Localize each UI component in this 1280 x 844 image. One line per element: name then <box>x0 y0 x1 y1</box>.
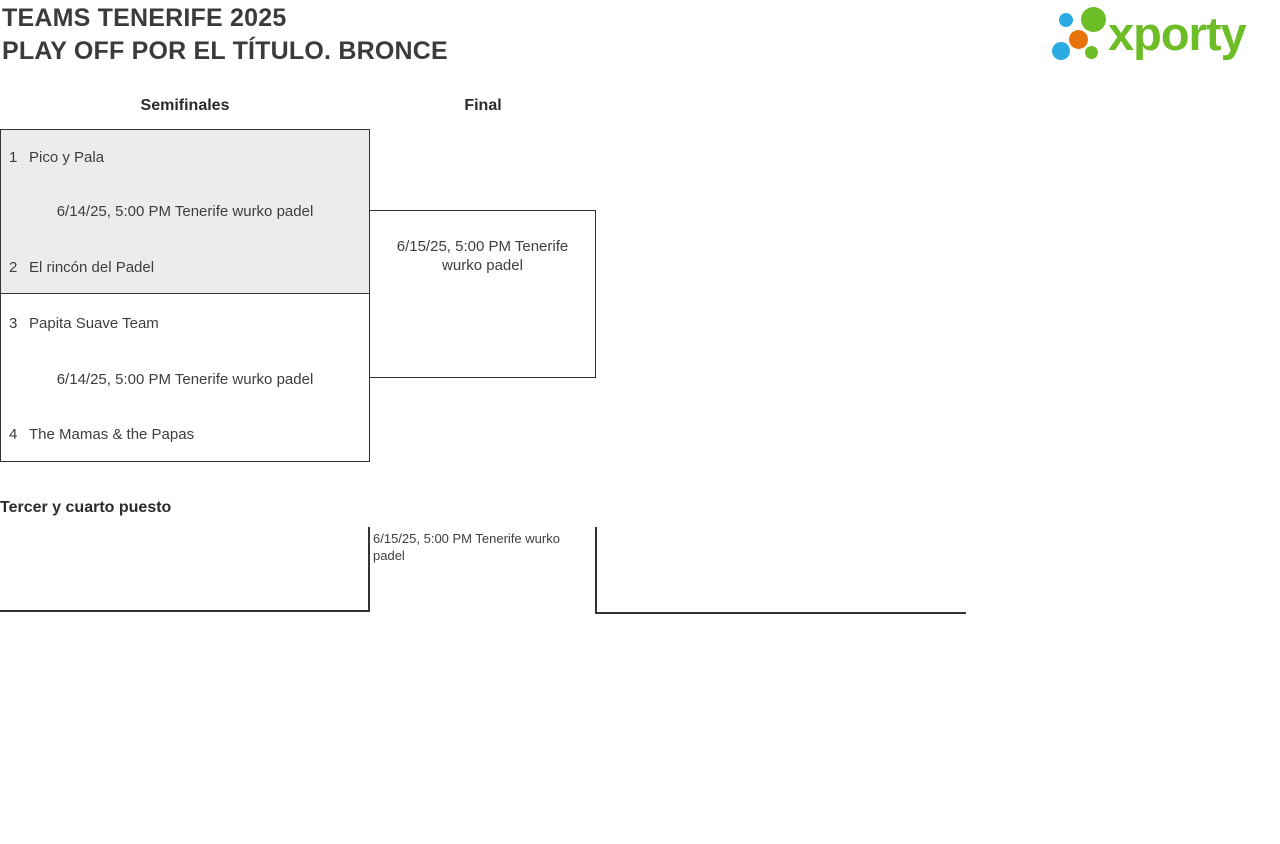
match-box-final: 6/15/25, 5:00 PM Tenerife wurko padel <box>369 210 596 378</box>
team-seed: 3 <box>9 315 18 332</box>
team-seed: 1 <box>9 149 18 166</box>
logo-dot-green-big-icon <box>1081 7 1106 32</box>
team-name: Pico y Pala <box>29 149 105 166</box>
match-box-semifinal-2: 3 Papita Suave Team 6/14/25, 5:00 PM Tene… <box>0 293 370 462</box>
page-title-line2: PLAY OFF POR EL TÍTULO. BRONCE <box>2 37 448 65</box>
bracket-line-vertical-left <box>368 527 370 612</box>
logo-dot-orange-icon <box>1069 30 1088 49</box>
third-place-schedule: 6/15/25, 5:00 PM Tenerife wurko padel <box>373 531 560 563</box>
team-row-seed-2[interactable]: 2 El rincón del Padel <box>9 258 361 278</box>
logo-dot-blue-top-icon <box>1059 13 1073 27</box>
match-schedule-semifinal-2: 6/14/25, 5:00 PM Tenerife wurko padel <box>56 371 314 388</box>
page-title: TEAMS TENERIFE 2025 PLAY OFF POR EL TÍTU… <box>2 2 448 68</box>
third-place-heading: Tercer y cuarto puesto <box>0 499 172 516</box>
bracket-line-vertical-right <box>595 527 597 614</box>
page-title-line1: TEAMS TENERIFE 2025 <box>2 4 287 32</box>
bracket-line-bottom-right <box>595 612 966 614</box>
team-row-seed-1[interactable]: 1 Pico y Pala <box>9 148 361 168</box>
team-name: El rincón del Padel <box>29 259 155 276</box>
logo-dot-blue-bottom-icon <box>1052 42 1070 60</box>
team-seed: 4 <box>9 426 18 443</box>
team-seed: 2 <box>9 259 18 276</box>
round-header-semifinals: Semifinales <box>140 97 230 114</box>
logo-dot-green-small-icon <box>1085 46 1098 59</box>
team-name: Papita Suave Team <box>29 315 159 332</box>
round-header-final: Final <box>464 97 502 114</box>
logo-wordmark: xporty <box>1108 7 1247 60</box>
team-row-seed-4[interactable]: 4 The Mamas & the Papas <box>9 425 361 445</box>
team-name: The Mamas & the Papas <box>29 426 195 443</box>
xporty-logo[interactable]: xporty <box>1050 4 1278 66</box>
match-box-semifinal-1: 1 Pico y Pala 6/14/25, 5:00 PM Tenerife w… <box>0 129 370 294</box>
match-schedule-final: 6/15/25, 5:00 PM Tenerife wurko padel <box>396 238 569 274</box>
team-row-seed-3[interactable]: 3 Papita Suave Team <box>9 314 361 334</box>
bracket-line-bottom-left <box>0 610 370 612</box>
match-schedule-semifinal-1: 6/14/25, 5:00 PM Tenerife wurko padel <box>56 203 314 220</box>
